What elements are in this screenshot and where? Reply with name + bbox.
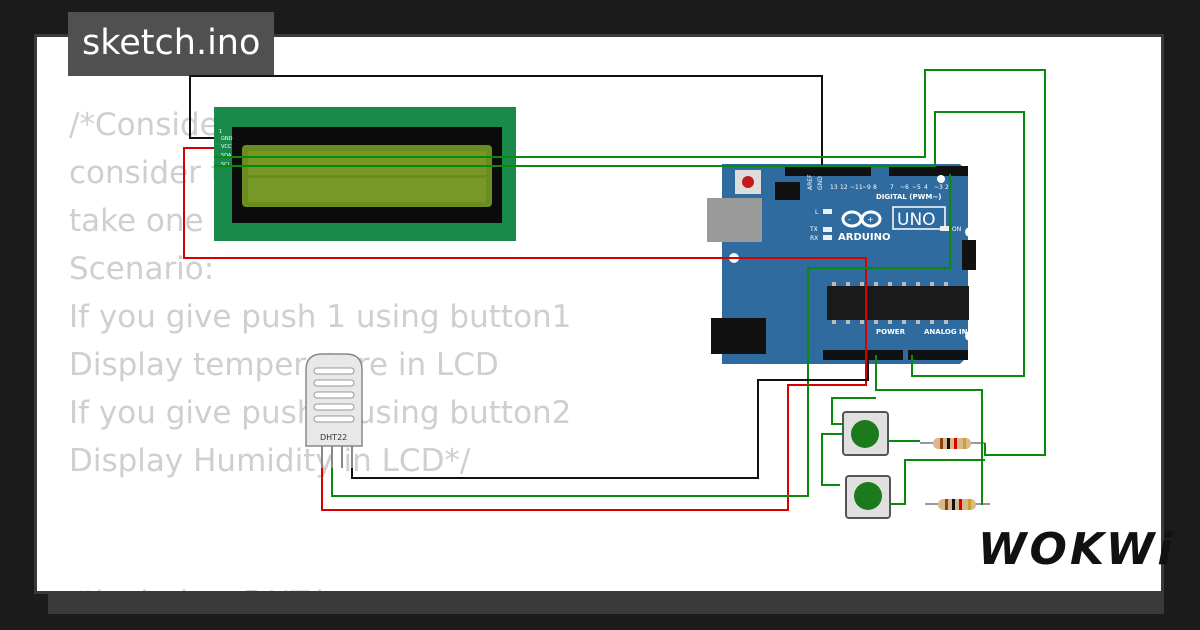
svg-text:8: 8 [873,184,877,191]
svg-text:~6: ~6 [900,184,909,191]
code-line: If you give push 1 using button1 [69,299,572,335]
wires [183,69,1046,511]
gnd-label: GND [817,176,824,190]
svg-text:-: - [848,215,851,224]
svg-text:~3: ~3 [934,184,943,191]
wokwi-logo: WOKWi [978,524,1176,575]
code-line: Display temperature in LCD [69,347,499,383]
svg-text:~5: ~5 [912,184,921,191]
code-line: Display Humidity in LCD*/ [69,443,471,479]
svg-text:7: 7 [890,184,894,191]
on-led-label: ON [952,226,961,233]
svg-text:12: 12 [840,184,848,191]
lcd-pin-vcc: VCC [221,144,232,150]
analog-label: ANALOG IN [924,328,968,336]
code-line: consider t [69,155,223,191]
svg-text:1: 1 [219,129,222,135]
rx-label: RX [810,235,818,242]
svg-text:+: + [867,215,874,224]
power-label: POWER [876,328,906,336]
l-led-label: L [815,209,819,216]
code-line: #include <DHT.h> [69,585,361,591]
uno-label: UNO [897,210,936,230]
tx-label: TX [809,226,818,233]
dht22-sensor[interactable]: DHT22 [305,353,363,468]
arduino-logo: - + [841,210,882,228]
code-line: take one L [69,203,231,239]
svg-text:~11: ~11 [850,184,863,191]
lcd-display[interactable]: 1 GND VCC SDA SCL [214,107,516,241]
svg-text:13: 13 [830,184,838,191]
lcd-pin-gnd: GND [221,136,233,142]
aref-label: AREF [807,174,814,190]
svg-text:4: 4 [924,184,928,191]
push-button-2[interactable] [845,475,891,519]
digital-label: DIGITAL (PWM~) [876,193,941,201]
svg-text:~9: ~9 [862,184,871,191]
push-button-1[interactable] [842,411,889,456]
dht22-label: DHT22 [320,433,347,442]
svg-text:2: 2 [945,184,949,191]
resistor-2[interactable] [925,499,990,510]
file-tab[interactable]: sketch.ino [68,12,275,76]
arduino-brand: ARDUINO [838,232,890,243]
resistor-1[interactable] [920,438,985,449]
